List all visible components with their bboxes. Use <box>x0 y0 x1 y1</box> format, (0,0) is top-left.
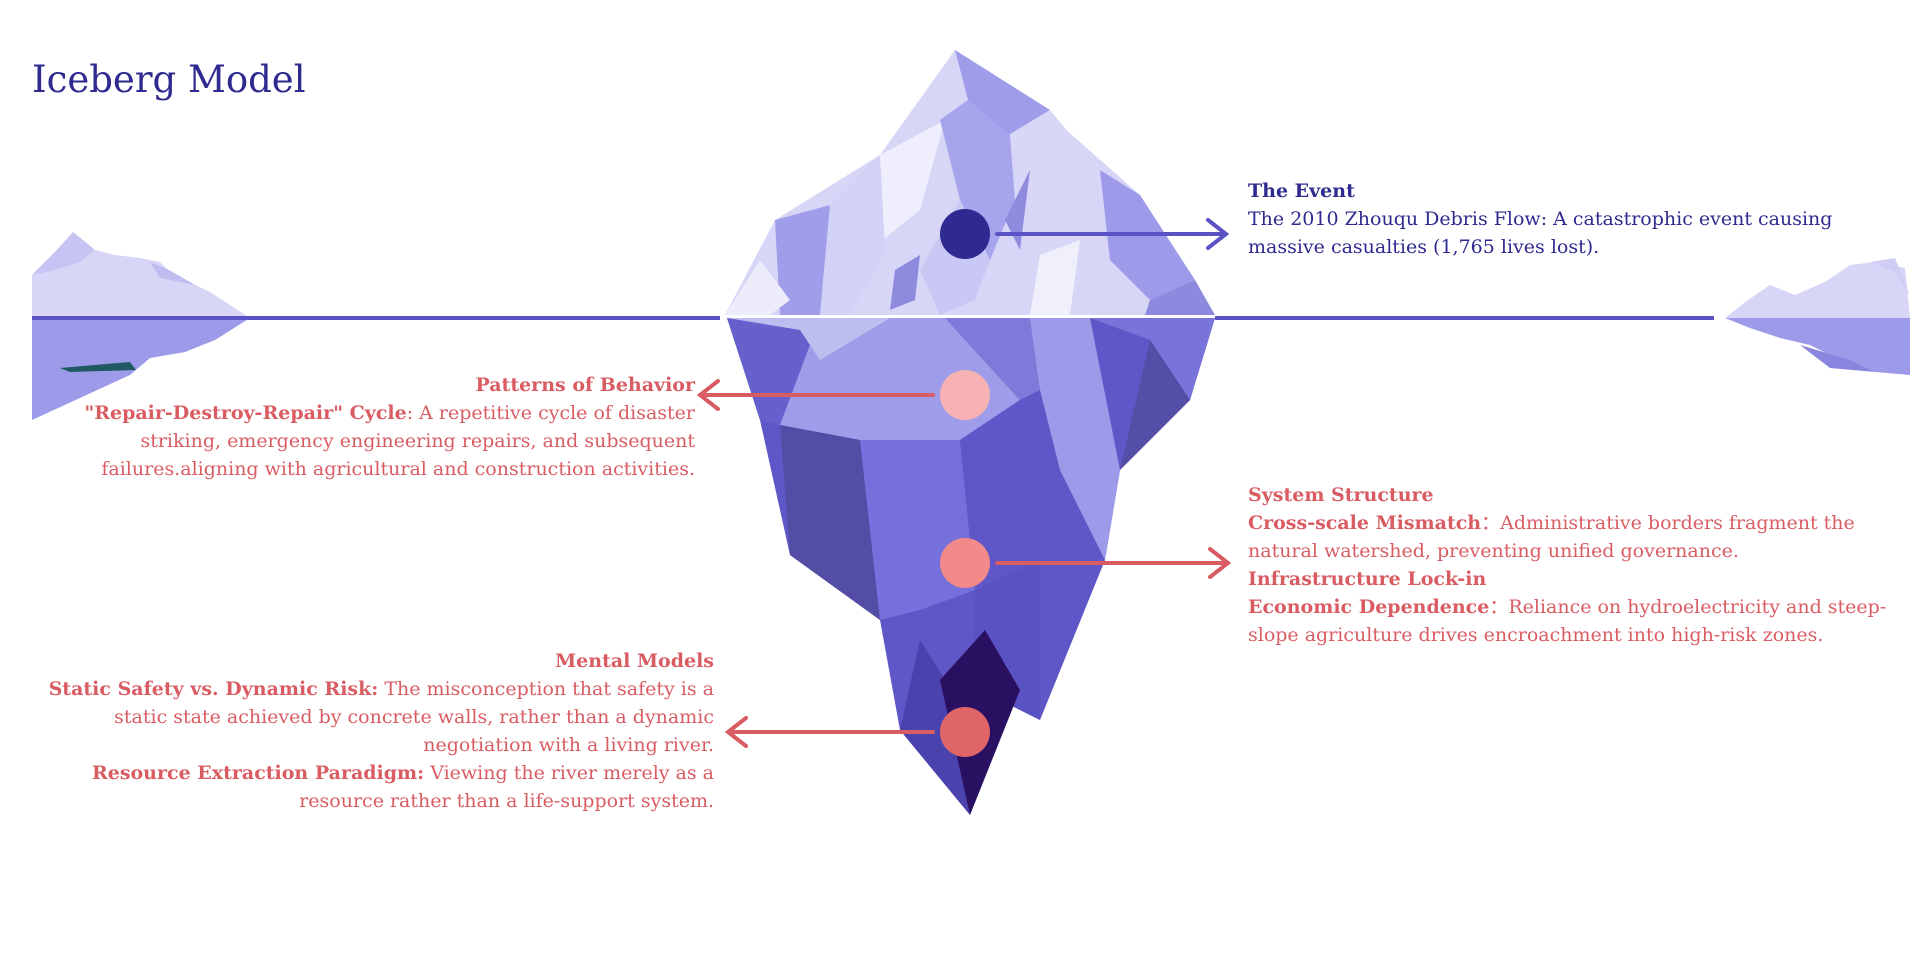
structure-arrow <box>995 547 1232 579</box>
mental-models-text-block: Mental Models Static Safety vs. Dynamic … <box>40 647 714 815</box>
event-arrow <box>995 218 1230 250</box>
event-marker <box>940 209 990 259</box>
mental-item-static-safety: Static Safety vs. Dynamic Risk: The misc… <box>40 675 714 759</box>
left-ice-floe <box>32 232 250 420</box>
iceberg-tip <box>725 50 1215 315</box>
economic-label: Economic Dependence <box>1248 596 1490 618</box>
structure-text-block: System Structure Cross-scale Mismatch：Ad… <box>1248 481 1898 649</box>
patterns-cycle-text: : A repetitive cycle of disaster strikin… <box>101 402 695 480</box>
patterns-arrow <box>696 379 935 411</box>
structure-item-mismatch: Cross-scale Mismatch：Administrative bord… <box>1248 509 1898 565</box>
event-text-block: The Event The 2010 Zhouqu Debris Flow: A… <box>1248 177 1868 261</box>
economic-text: ：Reliance on hydroelectricity and steep-… <box>1248 596 1887 646</box>
mental-models-arrow <box>724 716 935 748</box>
mental-models-marker <box>940 707 990 757</box>
mismatch-text: ：Administrative borders fragment the nat… <box>1248 512 1855 562</box>
mental-models-heading: Mental Models <box>555 650 714 672</box>
static-safety-label: Static Safety vs. Dynamic Risk: <box>48 678 379 700</box>
structure-item-economic: Economic Dependence：Reliance on hydroele… <box>1248 593 1898 649</box>
lockin-label: Infrastructure Lock-in <box>1248 568 1487 590</box>
patterns-heading: Patterns of Behavior <box>475 374 695 396</box>
patterns-cycle-label: "Repair-Destroy-Repair" Cycle <box>84 402 407 424</box>
patterns-marker <box>940 370 990 420</box>
event-heading: The Event <box>1248 180 1355 202</box>
structure-marker <box>940 538 990 588</box>
event-description-text: The 2010 Zhouqu Debris Flow: A catastrop… <box>1248 208 1833 258</box>
structure-item-lockin: Infrastructure Lock-in <box>1248 565 1898 593</box>
page-title: Iceberg Model <box>32 58 306 101</box>
structure-heading: System Structure <box>1248 484 1434 506</box>
resource-extraction-text: Viewing the river merely as a resource r… <box>299 762 714 812</box>
mental-item-resource-extraction: Resource Extraction Paradigm: Viewing th… <box>40 759 714 815</box>
right-ice-floe <box>1725 258 1910 375</box>
patterns-text-block: Patterns of Behavior "Repair-Destroy-Rep… <box>40 371 695 483</box>
static-safety-text: The misconception that safety is a stati… <box>114 678 714 756</box>
resource-extraction-label: Resource Extraction Paradigm: <box>91 762 425 784</box>
patterns-description: "Repair-Destroy-Repair" Cycle: A repetit… <box>40 399 695 483</box>
event-description: The 2010 Zhouqu Debris Flow: A catastrop… <box>1248 205 1868 261</box>
mismatch-label: Cross-scale Mismatch <box>1248 512 1482 534</box>
